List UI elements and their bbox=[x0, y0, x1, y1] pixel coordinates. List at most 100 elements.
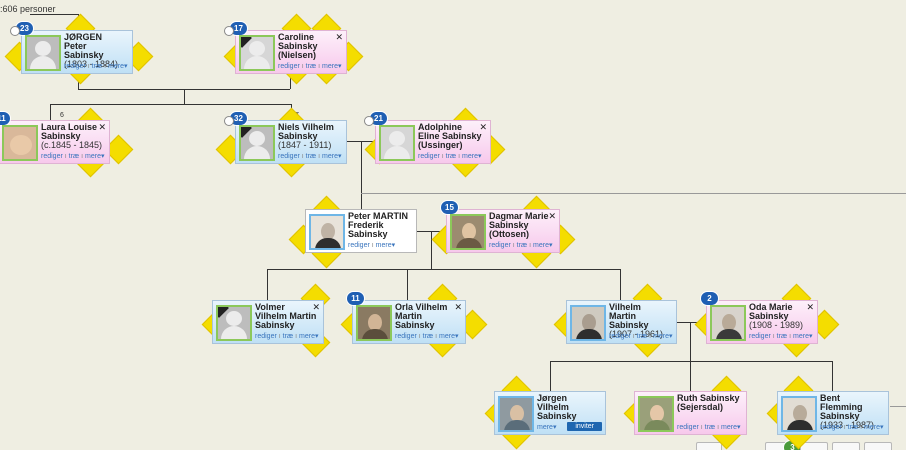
close-icon[interactable]: ✕ bbox=[479, 122, 487, 132]
more-link[interactable]: mere▾ bbox=[85, 153, 105, 160]
toolbar-button[interactable] bbox=[832, 442, 860, 450]
tree-link[interactable]: træ bbox=[636, 333, 648, 340]
record-count-badge[interactable]: 15 bbox=[441, 201, 458, 214]
connector-line bbox=[30, 14, 78, 15]
tree-link[interactable]: træ bbox=[704, 424, 716, 431]
person-card-niels-vilhelm[interactable]: 32 Niels Vilhelm Sabinsky (1847 - 1911) … bbox=[224, 112, 347, 164]
edit-link[interactable]: rediger bbox=[489, 242, 511, 249]
more-link[interactable]: mere▾ bbox=[108, 63, 128, 70]
person-card-caroline[interactable]: 17 ✕ Caroline Sabinsky (Nielsen) rediger… bbox=[224, 22, 347, 74]
person-card-vilhelm-martin[interactable]: Vilhelm Martin Sabinsky (1907 - 1961) re… bbox=[566, 300, 677, 344]
person-photo bbox=[450, 214, 486, 250]
connector-line bbox=[550, 361, 551, 392]
tree-link[interactable]: træ bbox=[776, 333, 788, 340]
person-card-jorgen-peter[interactable]: 23 JØRGEN Peter Sabinsky (1803 - 1884) r… bbox=[10, 22, 133, 74]
edit-link[interactable]: rediger bbox=[41, 153, 63, 160]
edit-link[interactable]: rediger bbox=[418, 153, 440, 160]
placeholder-photo bbox=[216, 305, 252, 341]
count-badge[interactable]: 3 bbox=[784, 441, 801, 450]
person-card-laura-louise[interactable]: 11 ✕ Laura Louise Sabinsky (c.1845 - 184… bbox=[0, 112, 110, 164]
edit-link[interactable]: rediger bbox=[820, 424, 842, 431]
more-link[interactable]: mere▾ bbox=[653, 333, 673, 340]
life-years: (1933 - 1987) bbox=[820, 420, 875, 430]
tree-link[interactable]: træ bbox=[91, 63, 103, 70]
edit-link[interactable]: rediger bbox=[255, 333, 277, 340]
connector-line bbox=[361, 193, 906, 194]
person-card-volmer[interactable]: ✕ Volmer Vilhelm Martin Sabinsky rediger… bbox=[212, 300, 324, 344]
tree-link[interactable]: træ bbox=[445, 153, 457, 160]
edit-link[interactable]: rediger bbox=[278, 153, 300, 160]
person-card-peter-martin[interactable]: Peter MARTIN Frederik Sabinsky rediger ı… bbox=[305, 209, 417, 253]
connector-line bbox=[690, 322, 691, 361]
edit-link[interactable]: rediger bbox=[395, 333, 417, 340]
person-name: Laura Louise bbox=[41, 122, 98, 132]
more-link[interactable]: mere▾ bbox=[375, 242, 396, 249]
person-name: (Ottosen) bbox=[489, 229, 529, 239]
more-link[interactable]: mere▾ bbox=[322, 63, 342, 70]
more-link[interactable]: mere▾ bbox=[864, 424, 884, 431]
connector-line bbox=[890, 406, 906, 407]
person-card-bent-flemming[interactable]: Bent Flemming Sabinsky (1933 - 1987) red… bbox=[777, 391, 889, 435]
placeholder-photo bbox=[239, 125, 275, 161]
record-count-badge[interactable]: 11 bbox=[347, 292, 364, 305]
edit-pin-icon[interactable] bbox=[364, 116, 374, 126]
person-name: Vilhelm Martin bbox=[255, 311, 317, 321]
invite-button[interactable]: inviter bbox=[567, 422, 602, 431]
toolbar-button[interactable] bbox=[696, 442, 722, 450]
person-photo bbox=[498, 396, 534, 432]
tree-link[interactable]: træ bbox=[847, 424, 859, 431]
tree-link[interactable]: træ bbox=[516, 242, 528, 249]
more-link[interactable]: mere▾ bbox=[721, 424, 741, 431]
edit-link[interactable]: rediger bbox=[677, 424, 699, 431]
person-card-ruth[interactable]: Ruth Sabinsky (Sejersdal) rediger ı træ … bbox=[634, 391, 747, 435]
tree-link[interactable]: træ bbox=[282, 333, 294, 340]
more-link[interactable]: mere▾ bbox=[793, 333, 813, 340]
person-name: Dagmar Marie bbox=[489, 211, 549, 221]
close-icon[interactable]: ✕ bbox=[454, 302, 462, 312]
record-count-badge[interactable]: 23 bbox=[16, 22, 33, 35]
record-count-badge[interactable]: 2 bbox=[701, 292, 718, 305]
edit-link[interactable]: rediger bbox=[64, 63, 86, 70]
more-link[interactable]: mere▾ bbox=[533, 242, 553, 249]
tree-link[interactable]: træ bbox=[305, 63, 317, 70]
tree-link[interactable]: træ bbox=[305, 153, 317, 160]
person-name: Sabinsky bbox=[749, 311, 789, 321]
person-card-jorgen-vilhelm[interactable]: Jørgen Vilhelm Sabinsky mere▾ inviter bbox=[494, 391, 606, 435]
tree-link[interactable]: træ bbox=[422, 333, 434, 340]
record-count-badge[interactable]: 32 bbox=[230, 112, 247, 125]
connector-line bbox=[431, 231, 432, 269]
placeholder-photo bbox=[25, 35, 61, 71]
person-card-oda-marie[interactable]: 2 ✕ Oda Marie Sabinsky (1908 - 1989) red… bbox=[701, 292, 818, 344]
close-icon[interactable]: ✕ bbox=[312, 302, 320, 312]
edit-pin-icon[interactable] bbox=[224, 26, 234, 36]
more-link[interactable]: mere▾ bbox=[439, 333, 459, 340]
more-link[interactable]: mere▾ bbox=[462, 153, 482, 160]
edit-link[interactable]: rediger bbox=[749, 333, 771, 340]
connector-line bbox=[267, 269, 620, 270]
more-link[interactable]: mere▾ bbox=[322, 153, 342, 160]
close-icon[interactable]: ✕ bbox=[806, 302, 814, 312]
edit-link[interactable]: rediger bbox=[348, 242, 370, 249]
person-card-adolphine[interactable]: 21 ✕ Adolphine Eline Sabinsky (Ussinger)… bbox=[364, 112, 491, 164]
record-count-badge[interactable]: 17 bbox=[230, 22, 247, 35]
close-icon[interactable]: ✕ bbox=[98, 122, 106, 132]
close-icon[interactable]: ✕ bbox=[335, 32, 343, 42]
person-name: Sabinsky bbox=[64, 50, 104, 60]
record-count-badge[interactable]: 11 bbox=[0, 112, 10, 125]
edit-pin-icon[interactable] bbox=[224, 116, 234, 126]
tree-link[interactable]: træ bbox=[68, 153, 80, 160]
more-link[interactable]: mere▾ bbox=[299, 333, 319, 340]
more-link[interactable]: mere▾ bbox=[537, 424, 557, 431]
edit-link[interactable]: rediger bbox=[609, 333, 631, 340]
close-icon[interactable]: ✕ bbox=[548, 211, 556, 221]
record-count-badge[interactable]: 21 bbox=[370, 112, 387, 125]
card-actions: rediger ı træ ı mere▾ bbox=[418, 153, 482, 160]
toolbar-button[interactable] bbox=[864, 442, 892, 450]
connector-line bbox=[550, 361, 832, 362]
person-card-orla[interactable]: 11 ✕ Orla Vilhelm Martin Sabinsky redige… bbox=[347, 292, 466, 344]
person-name: Sabinsky bbox=[820, 411, 860, 421]
person-card-dagmar-marie[interactable]: 15 ✕ Dagmar Marie Sabinsky (Ottosen) red… bbox=[441, 201, 560, 253]
edit-pin-icon[interactable] bbox=[10, 26, 20, 36]
edit-link[interactable]: rediger bbox=[278, 63, 300, 70]
